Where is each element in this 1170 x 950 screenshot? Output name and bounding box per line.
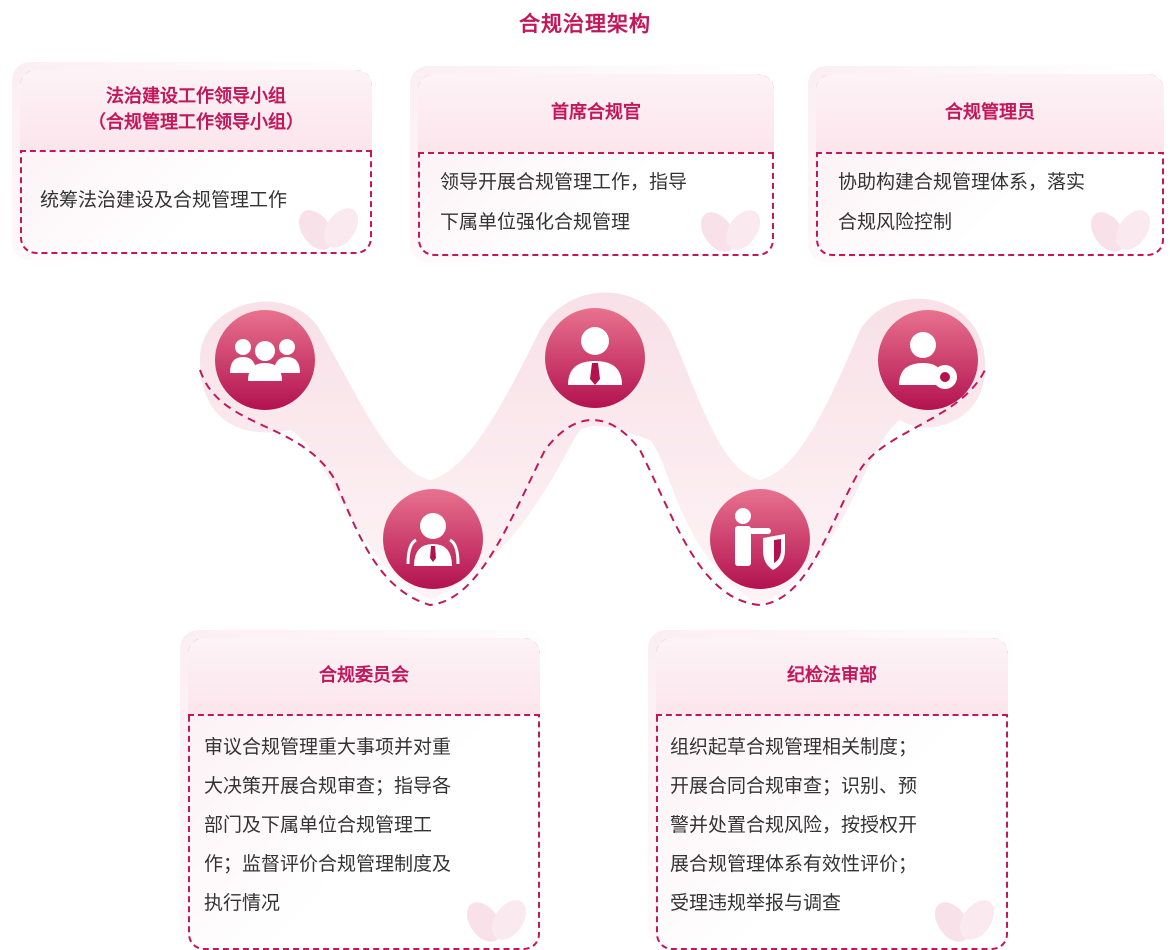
card-compliance-manager: 合规管理员 协助构建合规管理体系，落实 合规风险控制 [808,66,1170,262]
card-leadership-group: 法治建设工作领导小组 （合规管理工作领导小组） 统筹法治建设及合规管理工作 [12,62,378,260]
group-icon [215,310,315,410]
card-body: 组织起草合规管理相关制度； 开展合同合规审查；识别、预 警并处置合规风险，按授权… [670,736,918,914]
executive-icon [545,308,645,408]
leaf-decoration-icon [700,210,761,252]
card-discipline-audit-dept: 纪检法审部 组织起草合规管理相关制度； 开展合同合规审查；识别、预 警并处置合规… [648,630,1014,950]
card-heading: 纪检法审部 [656,638,1008,716]
user-gear-icon [878,310,978,410]
heading-line: 法治建设工作领导小组 [106,86,286,107]
card-heading: 首席合规官 [418,74,774,154]
card-heading: 合规委员会 [188,638,540,716]
leaf-decoration-icon [934,900,995,942]
leaf-decoration-icon [1090,210,1151,252]
card-body: 统筹法治建设及合规管理工作 [40,189,288,211]
card-body: 审议合规管理重大事项并对重 大决策开展合规审查；指导各 部门及下属单位合规管理工… [204,736,452,914]
guard-shield-icon [710,489,810,589]
leaf-decoration-icon [466,900,527,942]
card-body: 协助构建合规管理体系，落实 合规风险控制 [838,171,1086,233]
leaf-decoration-icon [298,208,359,250]
committee-icon [383,489,483,589]
card-heading: 合规管理员 [816,74,1164,154]
heading-line: （合规管理工作领导小组） [88,112,304,133]
page-title: 合规治理架构 [519,12,651,36]
card-heading: 法治建设工作领导小组 （合规管理工作领导小组） [20,70,372,152]
card-body: 领导开展合规管理工作，指导 下属单位强化合规管理 [440,171,688,233]
card-compliance-committee: 合规委员会 审议合规管理重大事项并对重 大决策开展合规审查；指导各 部门及下属单… [180,630,546,950]
card-chief-compliance-officer: 首席合规官 领导开展合规管理工作，指导 下属单位强化合规管理 [410,66,780,262]
